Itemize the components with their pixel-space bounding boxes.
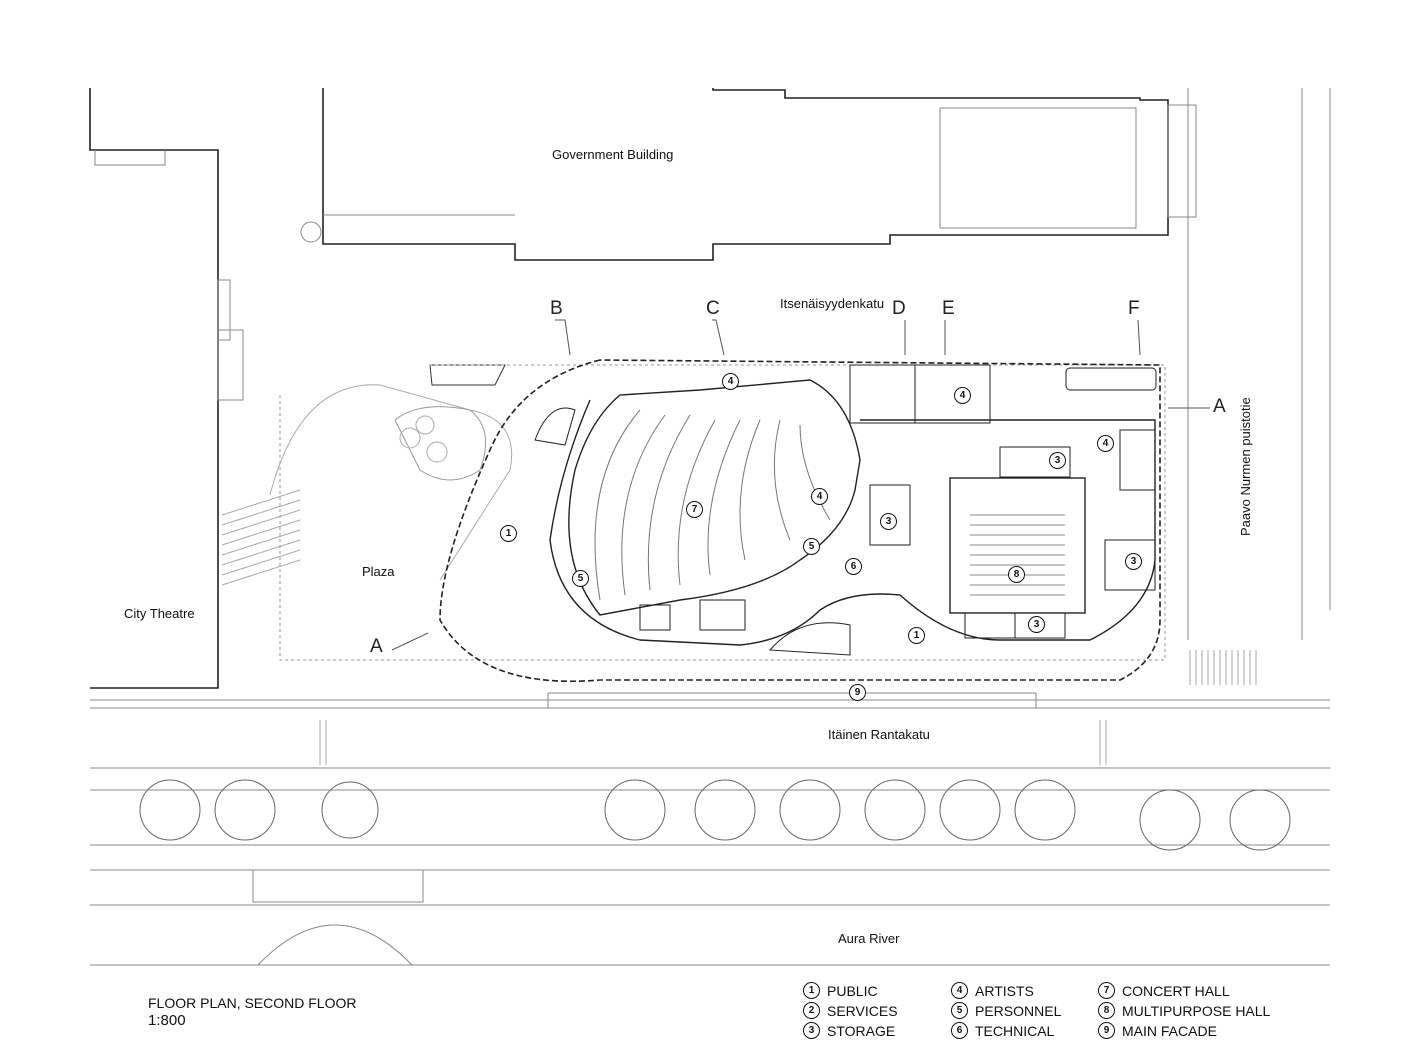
drawing-title: FLOOR PLAN, SECOND FLOOR	[148, 995, 357, 1011]
legend-label: MULTIPURPOSE HALL	[1122, 1002, 1271, 1019]
room-number: 7	[686, 501, 703, 518]
legend-number: 9	[1098, 1022, 1115, 1039]
legend-item: 8 MULTIPURPOSE HALL	[1098, 1002, 1270, 1019]
city-theatre-label: City Theatre	[124, 606, 195, 621]
legend-label: ARTISTS	[975, 982, 1034, 999]
room-number: 5	[803, 538, 820, 555]
city-theatre-outline	[89, 88, 219, 689]
legend-item: 3 STORAGE	[803, 1022, 895, 1039]
street-south-label: Itäinen Rantakatu	[828, 727, 930, 742]
legend-item: 2 SERVICES	[803, 1002, 898, 1019]
government-building-label: Government Building	[552, 147, 674, 162]
street-north-label: Itsenäisyydenkatu	[780, 296, 885, 311]
room-number: 4	[722, 373, 739, 390]
legend-label: PERSONNEL	[975, 1002, 1062, 1019]
section-mark-e: E	[942, 298, 955, 319]
river-label: Aura River	[838, 931, 900, 946]
room-number: 4	[811, 488, 828, 505]
room-number: 3	[1049, 452, 1066, 469]
room-number: 1	[500, 525, 517, 542]
legend-number: 8	[1098, 1002, 1115, 1019]
room-number: 3	[880, 513, 897, 530]
plaza-label: Plaza	[362, 564, 395, 579]
room-number: 9	[849, 684, 866, 701]
section-mark-a-east: A	[1213, 396, 1226, 417]
legend-item: 4 ARTISTS	[951, 982, 1034, 999]
section-mark-d: D	[892, 298, 906, 319]
legend-number: 4	[951, 982, 968, 999]
building-facade	[439, 359, 1161, 683]
legend-label: TECHNICAL	[975, 1022, 1055, 1039]
legend-item: 6 TECHNICAL	[951, 1022, 1054, 1039]
legend-number: 6	[951, 1022, 968, 1039]
legend-number: 1	[803, 982, 820, 999]
section-mark-c: C	[706, 298, 720, 319]
drawing-scale: 1:800	[148, 1012, 186, 1029]
legend-label: STORAGE	[827, 1022, 896, 1039]
legend-label: PUBLIC	[827, 982, 878, 999]
room-number: 8	[1008, 566, 1025, 583]
legend-item: 9 MAIN FACADE	[1098, 1022, 1217, 1039]
room-number: 1	[908, 627, 925, 644]
legend-item: 1 PUBLIC	[803, 982, 878, 999]
legend-number: 5	[951, 1002, 968, 1019]
street-east-label: Paavo Nurmen puistotie	[1238, 397, 1253, 536]
room-number: 6	[845, 558, 862, 575]
room-number: 4	[1097, 435, 1114, 452]
room-number: 3	[1125, 553, 1142, 570]
legend-number: 2	[803, 1002, 820, 1019]
concert-hall-outline	[568, 379, 861, 616]
legend-label: CONCERT HALL	[1122, 982, 1230, 999]
section-mark-a-west: A	[370, 636, 383, 657]
section-mark-f: F	[1128, 298, 1140, 319]
legend-item: 5 PERSONNEL	[951, 1002, 1061, 1019]
legend-number: 7	[1098, 982, 1115, 999]
section-mark-b: B	[550, 298, 563, 319]
room-number: 5	[572, 570, 589, 587]
government-building-outline	[322, 88, 1169, 261]
legend-label: SERVICES	[827, 1002, 898, 1019]
legend-item: 7 CONCERT HALL	[1098, 982, 1230, 999]
room-number: 4	[954, 387, 971, 404]
legend-label: MAIN FACADE	[1122, 1022, 1217, 1039]
room-number: 3	[1028, 616, 1045, 633]
legend-number: 3	[803, 1022, 820, 1039]
